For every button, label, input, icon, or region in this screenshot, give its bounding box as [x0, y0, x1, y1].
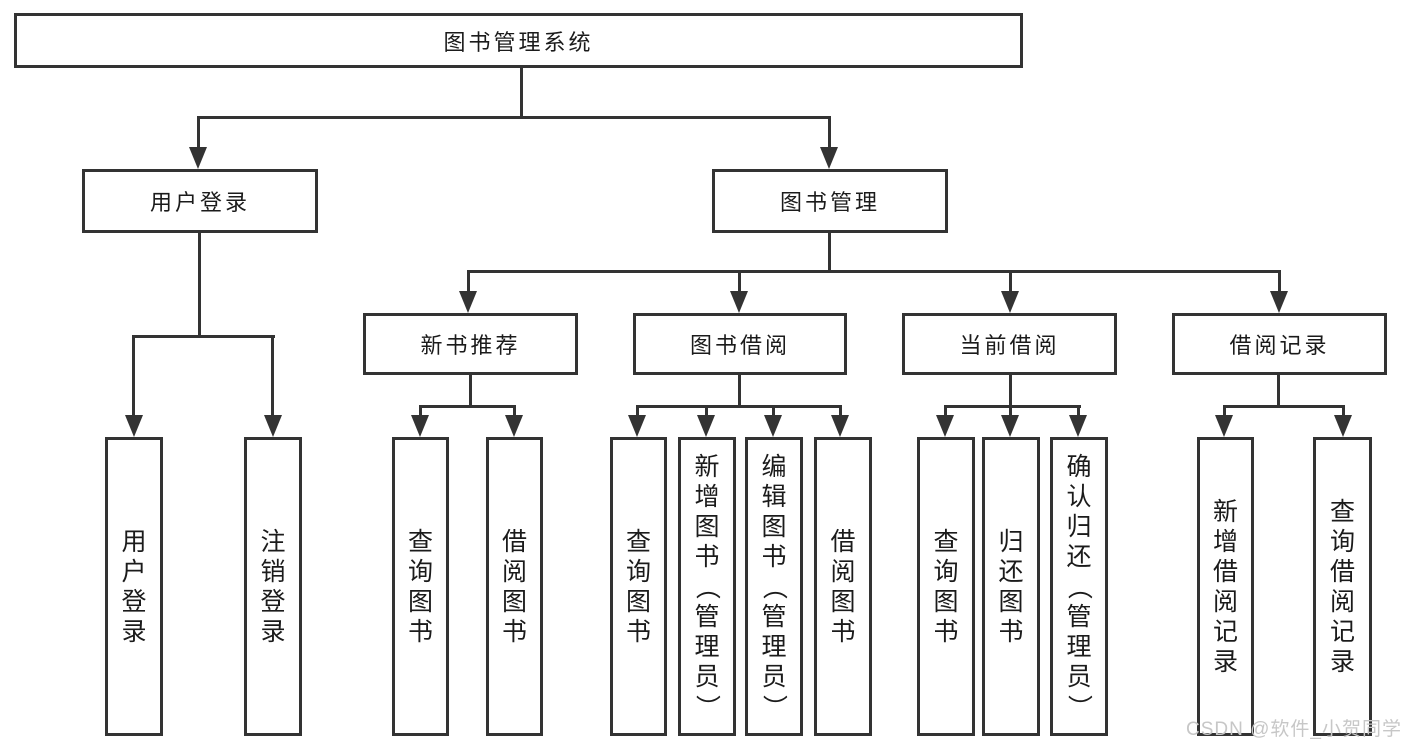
node-book-borrow: 图书借阅 — [633, 313, 847, 375]
node-user-login-label: 用户登录 — [149, 190, 250, 215]
leaf-borrow-books-2: 借阅图书 — [814, 437, 872, 736]
leaf-edit-books-admin: 编辑图书（管理员） — [745, 437, 803, 736]
leaf-return-books-label: 归还图书 — [998, 527, 1024, 646]
leaf-logout-label: 注销登录 — [260, 527, 286, 646]
leaf-query-borrow-record-label: 查询借阅记录 — [1329, 497, 1355, 676]
arrow-down-icon — [936, 415, 954, 437]
node-root: 图书管理系统 — [14, 13, 1023, 68]
connector-line — [132, 336, 135, 420]
watermark: CSDN @软件_小贺同学 — [1186, 719, 1402, 740]
connector-line — [467, 270, 1281, 273]
arrow-down-icon — [459, 291, 477, 313]
connector-line — [1223, 406, 1226, 422]
node-current-borrow: 当前借阅 — [902, 313, 1117, 375]
arrow-down-icon — [189, 147, 207, 169]
leaf-query-books-3-label: 查询图书 — [933, 527, 959, 646]
arrow-down-icon — [264, 415, 282, 437]
leaf-query-borrow-record: 查询借阅记录 — [1313, 437, 1372, 736]
connector-line — [419, 405, 516, 408]
node-book-management-label: 图书管理 — [779, 190, 880, 215]
connector-line — [772, 406, 775, 422]
connector-line — [1077, 406, 1080, 422]
arrow-down-icon — [1270, 291, 1288, 313]
leaf-edit-books-admin-label: 编辑图书（管理员） — [760, 452, 788, 720]
node-root-label: 图书管理系统 — [443, 29, 594, 55]
connector-line — [1223, 405, 1345, 408]
arrow-down-icon — [1069, 415, 1087, 437]
leaf-borrow-books-1-label: 借阅图书 — [501, 527, 527, 646]
leaf-add-borrow-record: 新增借阅记录 — [1197, 437, 1254, 736]
node-borrow-records: 借阅记录 — [1172, 313, 1387, 375]
connector-line — [467, 271, 470, 297]
connector-line — [520, 68, 523, 118]
leaf-query-books-2-label: 查询图书 — [625, 527, 651, 646]
connector-line — [738, 375, 741, 407]
connector-line — [839, 406, 842, 422]
connector-line — [1342, 406, 1345, 422]
connector-line — [828, 233, 831, 272]
leaf-borrow-books-2-label: 借阅图书 — [830, 527, 856, 646]
arrow-down-icon — [628, 415, 646, 437]
arrow-down-icon — [820, 147, 838, 169]
leaf-return-books: 归还图书 — [982, 437, 1040, 736]
leaf-add-books-admin: 新增图书（管理员） — [678, 437, 736, 736]
connector-line — [513, 406, 516, 422]
leaf-user-login-label: 用户登录 — [121, 527, 147, 646]
leaf-query-books-1: 查询图书 — [392, 437, 449, 736]
connector-line — [636, 406, 639, 422]
arrow-down-icon — [1001, 415, 1019, 437]
connector-line — [738, 271, 741, 297]
arrow-down-icon — [1215, 415, 1233, 437]
arrow-down-icon — [730, 291, 748, 313]
connector-line — [1009, 375, 1012, 407]
leaf-query-books-2: 查询图书 — [610, 437, 667, 736]
node-current-borrow-label: 当前借阅 — [959, 333, 1060, 358]
connector-line — [469, 375, 472, 407]
leaf-confirm-return-admin: 确认归还（管理员） — [1050, 437, 1108, 736]
leaf-confirm-return-admin-label: 确认归还（管理员） — [1065, 452, 1093, 720]
arrow-down-icon — [505, 415, 523, 437]
connector-line — [1009, 406, 1012, 422]
connector-line — [1277, 375, 1280, 407]
arrow-down-icon — [1001, 291, 1019, 313]
node-user-login: 用户登录 — [82, 169, 318, 233]
arrow-down-icon — [831, 415, 849, 437]
leaf-query-books-3: 查询图书 — [917, 437, 975, 736]
node-new-book-recommend: 新书推荐 — [363, 313, 578, 375]
connector-line — [944, 405, 1081, 408]
connector-line — [271, 336, 274, 420]
leaf-query-books-1-label: 查询图书 — [407, 527, 433, 646]
connector-line — [828, 117, 831, 153]
node-book-borrow-label: 图书借阅 — [689, 333, 790, 358]
connector-line — [197, 116, 831, 119]
connector-line — [197, 117, 200, 153]
connector-line — [132, 335, 275, 338]
arrow-down-icon — [411, 415, 429, 437]
leaf-add-borrow-record-label: 新增借阅记录 — [1212, 497, 1238, 676]
leaf-add-books-admin-label: 新增图书（管理员） — [693, 452, 721, 720]
arrow-down-icon — [125, 415, 143, 437]
connector-line — [944, 406, 947, 422]
leaf-user-login: 用户登录 — [105, 437, 163, 736]
node-new-book-recommend-label: 新书推荐 — [420, 333, 521, 358]
connector-line — [636, 405, 842, 408]
arrow-down-icon — [1334, 415, 1352, 437]
connector-line — [1009, 271, 1012, 297]
leaf-borrow-books-1: 借阅图书 — [486, 437, 543, 736]
node-borrow-records-label: 借阅记录 — [1229, 333, 1330, 358]
connector-line — [198, 233, 201, 337]
connector-line — [705, 406, 708, 422]
node-book-management: 图书管理 — [712, 169, 948, 233]
arrow-down-icon — [697, 415, 715, 437]
leaf-logout: 注销登录 — [244, 437, 302, 736]
connector-line — [1278, 271, 1281, 297]
connector-line — [419, 406, 422, 422]
arrow-down-icon — [764, 415, 782, 437]
